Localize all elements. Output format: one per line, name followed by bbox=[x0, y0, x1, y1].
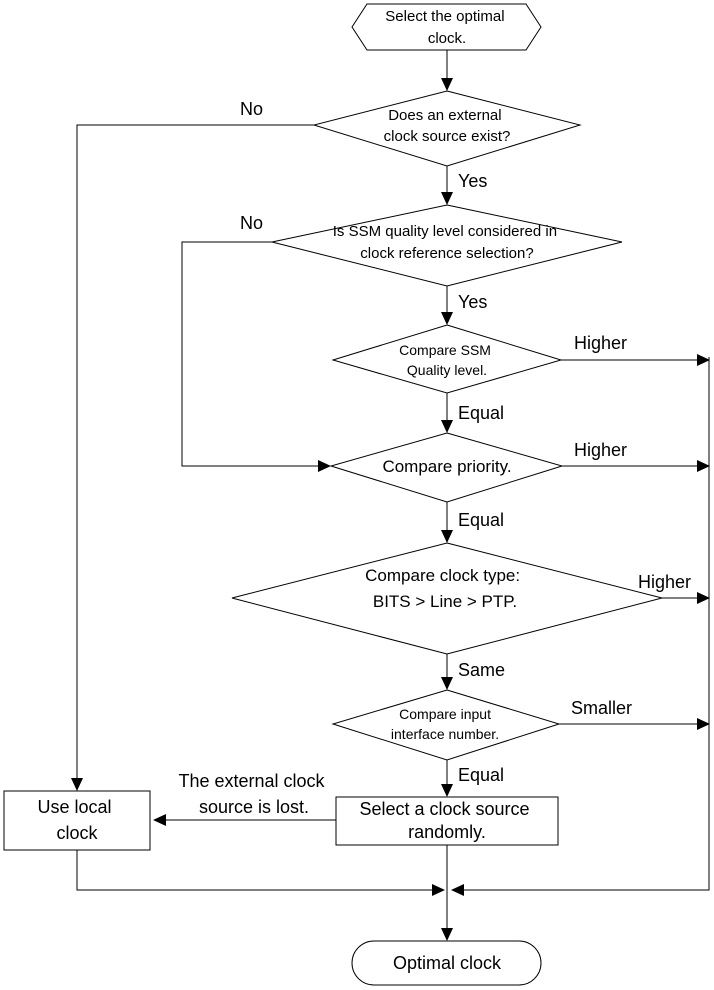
arrow-higher-ssm bbox=[697, 354, 710, 366]
arrow-to-compare-ssm bbox=[441, 312, 453, 325]
arrow-to-compare-priority-side bbox=[318, 460, 331, 472]
edge-label-no-ssm: No bbox=[240, 213, 263, 233]
connectors bbox=[76, 50, 710, 928]
edge-label-equal-ssm: Equal bbox=[458, 403, 504, 423]
start-node-label: Select the optimal clock. bbox=[385, 8, 508, 47]
start-node-shape bbox=[351, 3, 542, 51]
arrow-merge-left bbox=[432, 884, 445, 896]
edge-label-yes-ssm: Yes bbox=[458, 292, 487, 312]
edge-label-higher-priority: Higher bbox=[574, 440, 627, 460]
arrow-lost-to-local bbox=[153, 814, 166, 826]
edge-label-equal-priority: Equal bbox=[458, 510, 504, 530]
arrow-higher-type bbox=[697, 592, 710, 604]
compare-interface-label: Compare input interface number. bbox=[391, 706, 499, 742]
ssm-considered-decision-shape bbox=[271, 204, 623, 287]
use-local-clock-box bbox=[3, 790, 151, 851]
edge-label-higher-type: Higher bbox=[638, 572, 691, 592]
arrow-to-end bbox=[441, 928, 453, 941]
compare-ssm-label: Compare SSM Quality level. bbox=[399, 342, 495, 378]
arrow-to-ssm-check bbox=[441, 192, 453, 205]
compare-interface-decision-shape bbox=[331, 689, 561, 761]
random-select-box bbox=[335, 796, 559, 846]
external-check-label: Does an external clock source exist? bbox=[384, 107, 511, 145]
edge-label-same-type: Same bbox=[458, 660, 505, 680]
arrow-to-external-check bbox=[441, 78, 453, 91]
compare-clock-type-decision-shape bbox=[231, 542, 663, 655]
compare-priority-decision-shape bbox=[329, 432, 564, 503]
external-source-decision-shape bbox=[312, 90, 582, 167]
arrowheads bbox=[71, 78, 710, 941]
compare-clock-type-label: Compare clock type: BITS > Line > PTP. bbox=[365, 566, 525, 611]
compare-ssm-decision-shape bbox=[331, 324, 563, 394]
arrow-to-compare-priority bbox=[441, 420, 453, 433]
optimal-clock-label: Optimal clock bbox=[393, 953, 502, 973]
optimal-clock-terminal bbox=[351, 940, 542, 986]
edge-label-no-external: No bbox=[240, 99, 263, 119]
edge-label-smaller-interface: Smaller bbox=[571, 698, 632, 718]
compare-priority-label: Compare priority. bbox=[382, 457, 511, 476]
arrow-to-compare-interface bbox=[441, 677, 453, 690]
edge-label-yes-external: Yes bbox=[458, 171, 487, 191]
random-select-label: Select a clock source randomly. bbox=[359, 799, 534, 842]
arrow-merge-right bbox=[451, 884, 464, 896]
ssm-check-label: Is SSM quality level considered in clock… bbox=[333, 223, 561, 262]
arrow-to-compare-type bbox=[441, 530, 453, 543]
arrow-smaller-interface bbox=[697, 718, 710, 730]
edge-label-higher-ssm: Higher bbox=[574, 333, 627, 353]
arrow-to-random-select bbox=[441, 784, 453, 797]
edge-label-external-lost: The external clock source is lost. bbox=[178, 771, 329, 817]
arrow-to-use-local bbox=[71, 778, 83, 791]
use-local-clock-label: Use local clock bbox=[37, 797, 116, 843]
edge-label-equal-interface: Equal bbox=[458, 765, 504, 785]
arrow-higher-priority bbox=[697, 460, 710, 472]
